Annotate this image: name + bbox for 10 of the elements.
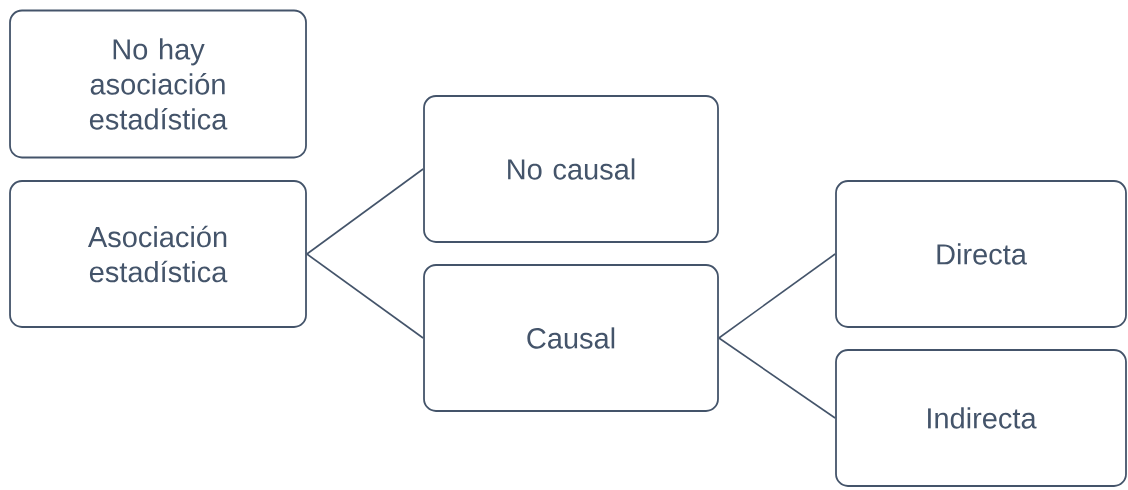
text-box: Directa <box>835 180 1127 328</box>
connector-line <box>718 337 836 419</box>
text-box: No causal <box>423 95 719 243</box>
text-box: No hay asociación estadística <box>9 9 307 159</box>
text-box: Causal <box>423 264 719 412</box>
connector-line <box>306 168 424 255</box>
connector-line <box>718 253 836 339</box>
connector-line <box>306 253 424 339</box>
text-box: Indirecta <box>835 349 1127 487</box>
text-box: Asociación estadística <box>9 180 307 328</box>
